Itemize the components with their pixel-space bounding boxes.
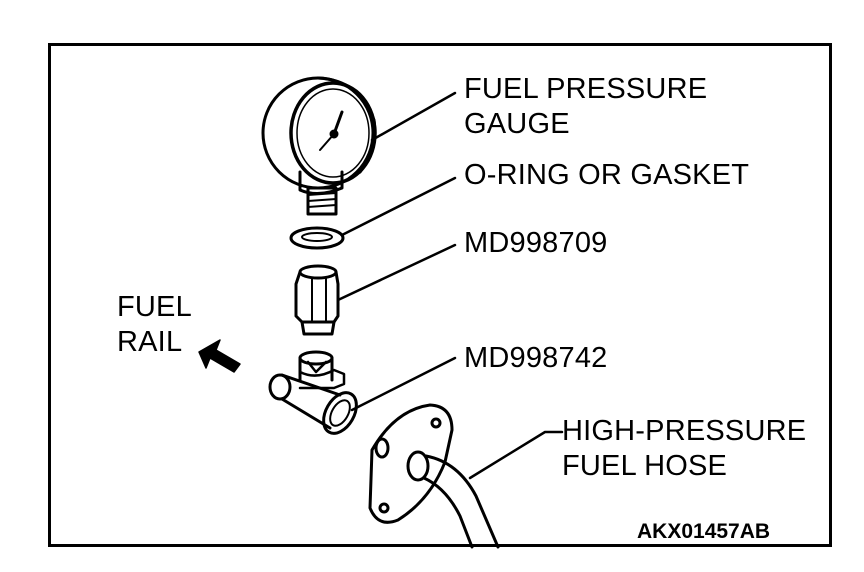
fuel-rail-arrow [198, 339, 241, 373]
fuel-pressure-gauge-label: FUEL PRESSURE GAUGE [464, 72, 707, 142]
o-ring [289, 226, 345, 250]
leader-line-hose [468, 430, 564, 480]
leader-line-gauge [370, 91, 457, 142]
figure-code: AKX01457AB [637, 520, 771, 543]
md998742-fitting [268, 350, 358, 435]
fuel-rail-label: FUEL RAIL [117, 290, 192, 360]
label-line: FUEL PRESSURE [464, 73, 708, 105]
diagram-frame [48, 43, 832, 547]
high-pressure-fuel-hose [368, 403, 500, 549]
label-line: FUEL HOSE [562, 450, 728, 482]
leader-line-o-ring [340, 176, 457, 237]
leader-line-md998709 [336, 243, 457, 302]
high-pressure-fuel-hose-label: HIGH-PRESSURE FUEL HOSE [562, 414, 806, 484]
fuel-pressure-gauge [261, 76, 377, 216]
o-ring-label: O-RING OR GASKET [464, 159, 750, 191]
label-line: FUEL [117, 291, 192, 323]
label-line: RAIL [117, 326, 183, 358]
leader-line-md998742 [350, 356, 457, 412]
label-line: GAUGE [464, 108, 570, 140]
md998742-label: MD998742 [464, 342, 608, 374]
label-line: HIGH-PRESSURE [562, 415, 807, 447]
md998709-label: MD998709 [464, 227, 608, 259]
md998709-adapter [294, 264, 340, 336]
